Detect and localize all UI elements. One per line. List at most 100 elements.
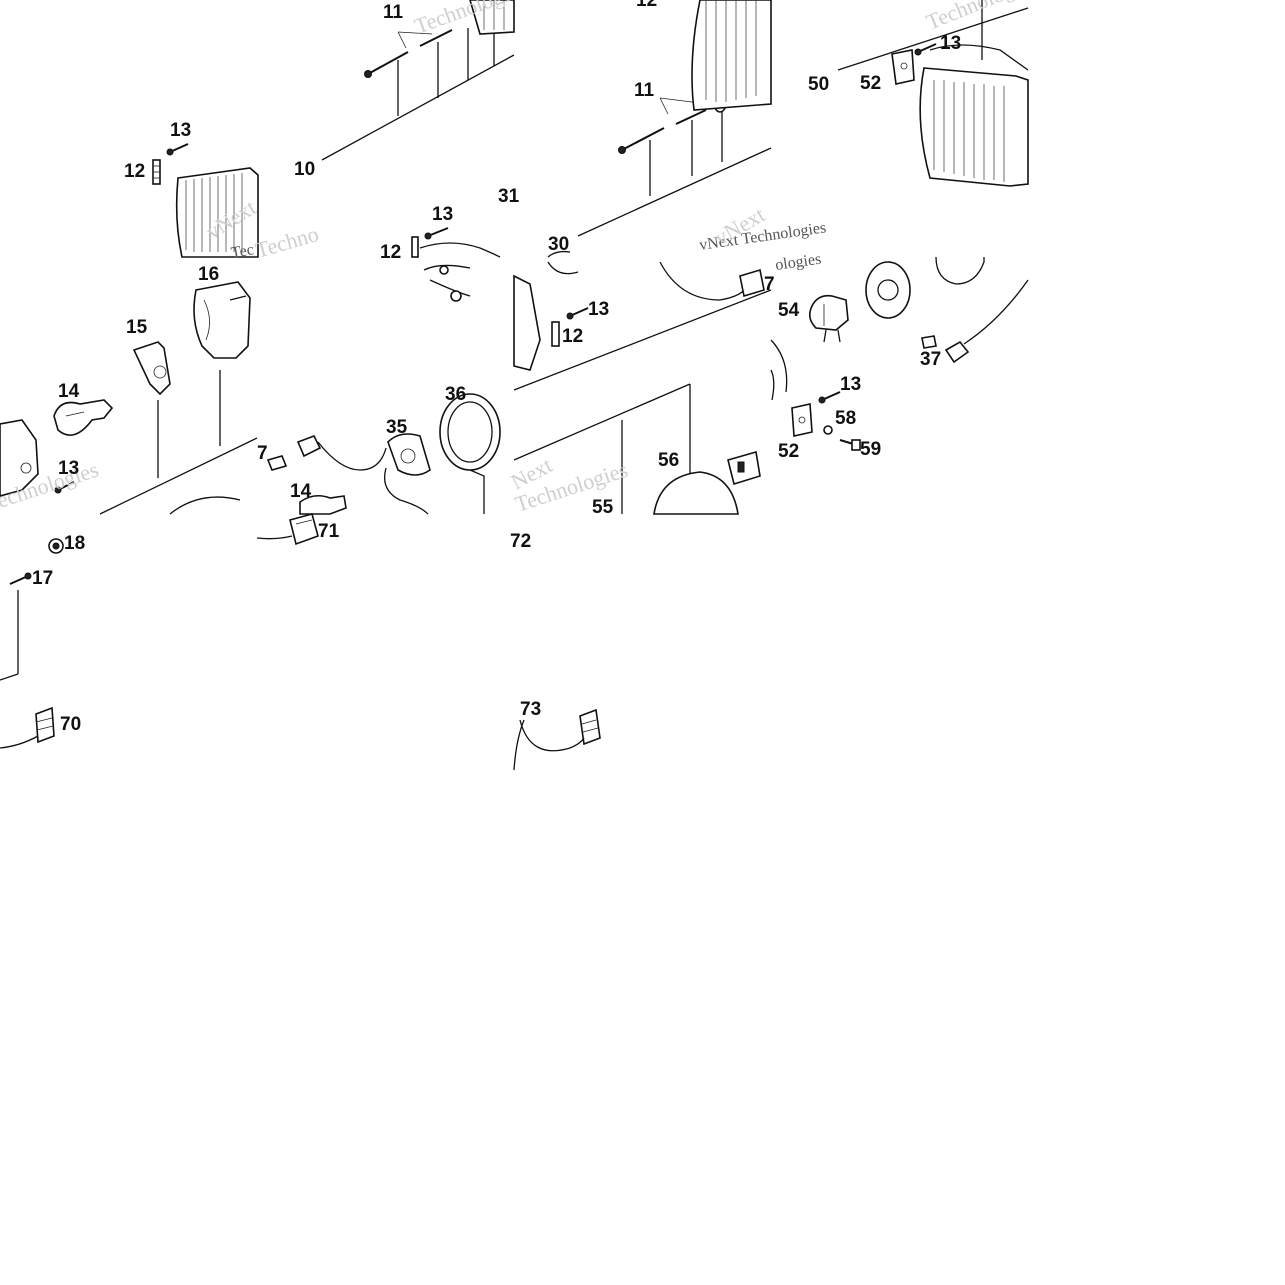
- part-label: 71: [318, 521, 340, 542]
- holder-15: [132, 341, 171, 396]
- bulb-37: [921, 279, 1029, 364]
- part-label: 15: [126, 317, 148, 338]
- part-label: 59: [860, 439, 881, 460]
- mount-lines-left: [99, 370, 258, 515]
- screw-13-lower-left: [54, 481, 75, 494]
- part-label: 72: [510, 531, 531, 552]
- part-label: 18: [64, 533, 85, 554]
- part-label: 7: [764, 274, 775, 295]
- part-label: 13: [58, 458, 79, 479]
- part-label: 10: [294, 159, 315, 180]
- part-label: 35: [386, 417, 408, 438]
- tile-ring-36: [266, 264, 501, 515]
- part-label: 13: [588, 299, 609, 320]
- screw-13-lower-right: [818, 391, 841, 404]
- bulb-socket-top: [547, 250, 571, 258]
- tile-bulb-54: [770, 256, 1029, 451]
- watermarks: Technologies vNext vNext Technologies Te…: [0, 0, 1040, 517]
- part-label: 13: [940, 33, 961, 54]
- part-label: 11: [634, 80, 655, 101]
- tile-bulb-holder-left: [0, 281, 258, 515]
- bracket-12-left: [152, 159, 161, 185]
- mount-line-lower-left: [0, 590, 19, 681]
- bolt-59: [839, 439, 861, 451]
- part-label: 56: [658, 450, 679, 471]
- ring-36: [439, 393, 501, 471]
- part-label: 7: [257, 443, 268, 464]
- bulb-14-center: [299, 494, 347, 515]
- cover-16: [193, 281, 251, 359]
- part-label: 73: [520, 699, 541, 720]
- tile-connector-70: [0, 538, 64, 749]
- headlight-lamp-left: [175, 167, 259, 258]
- screw-11-right: [618, 127, 665, 154]
- bulb-14-left: [53, 399, 114, 436]
- screw-13-left: [166, 143, 189, 156]
- bracket-52-lower: [791, 403, 813, 437]
- part-label: 12: [562, 326, 583, 347]
- connector-73: [513, 708, 601, 771]
- tile-headlight-50: [837, 0, 1029, 187]
- connector-70: [0, 706, 55, 749]
- socket-35: [387, 433, 431, 476]
- part-labels: 10 11 11 12 12 12 12 13 13 13 13 13 13 1…: [32, 0, 961, 735]
- part-label: 54: [778, 300, 800, 321]
- housing-left-edge: [0, 419, 39, 497]
- part-label: 30: [548, 234, 569, 255]
- connector-71: [256, 513, 319, 546]
- bracket-52-top: [891, 49, 915, 85]
- part-label: 14: [58, 381, 80, 402]
- tile-headlight-rect: [547, 0, 772, 258]
- tile-headlight-56: [513, 261, 775, 515]
- part-label: 14: [290, 481, 312, 502]
- tile-headlight-mount: [321, 0, 515, 258]
- watermark: Tec: [230, 241, 255, 262]
- part-label: 11: [383, 2, 404, 23]
- part-label: 13: [170, 120, 191, 141]
- part-label: 36: [445, 384, 466, 405]
- part-label: 31: [498, 186, 520, 207]
- screw-13-top-right: [914, 43, 937, 56]
- bulb-7: [266, 434, 387, 471]
- part-label: 12: [124, 161, 145, 182]
- part-label: 12: [636, 0, 657, 11]
- nut-58: [823, 425, 833, 435]
- grommet-18: [48, 538, 64, 554]
- headlight-housing-top: [469, 0, 515, 35]
- wire-left: [169, 496, 241, 515]
- part-label: 12: [380, 242, 401, 263]
- part-label: 58: [835, 408, 856, 429]
- mount-line-50: [837, 0, 1029, 71]
- part-label: 13: [432, 204, 453, 225]
- wire-771: [770, 339, 788, 393]
- tile-connector-73: [513, 708, 601, 771]
- wire-35-36: [383, 467, 485, 515]
- part-label: 37: [920, 349, 941, 370]
- ring-56: [653, 471, 739, 515]
- screw-17: [9, 572, 32, 585]
- connector-block: [727, 450, 761, 486]
- headlight-rect-lens: [691, 0, 772, 111]
- bulb-54: [808, 294, 849, 343]
- spring-11: [419, 29, 453, 47]
- tile-headlight-left: [152, 143, 259, 258]
- part-label: 52: [860, 73, 881, 94]
- tile-connector-71: [256, 513, 319, 546]
- socket-plate: [865, 261, 911, 319]
- watermark: ologies: [774, 251, 822, 274]
- wire-harness-31: [423, 264, 471, 302]
- screw-13-center: [424, 227, 449, 240]
- wire-7-right: [659, 261, 775, 401]
- connector-plug-31: [411, 236, 501, 258]
- headlight-50-body: [919, 44, 1029, 187]
- part-label: 52: [778, 441, 799, 462]
- screw-13-center-right: [566, 307, 589, 320]
- part-label: 70: [60, 714, 81, 735]
- bracket-12-center: [551, 321, 560, 347]
- cover-left-7: [513, 261, 579, 371]
- reflector-ring: [935, 256, 985, 285]
- part-label: 16: [198, 264, 219, 285]
- mount-lines: [321, 18, 515, 161]
- part-label: 55: [592, 497, 614, 518]
